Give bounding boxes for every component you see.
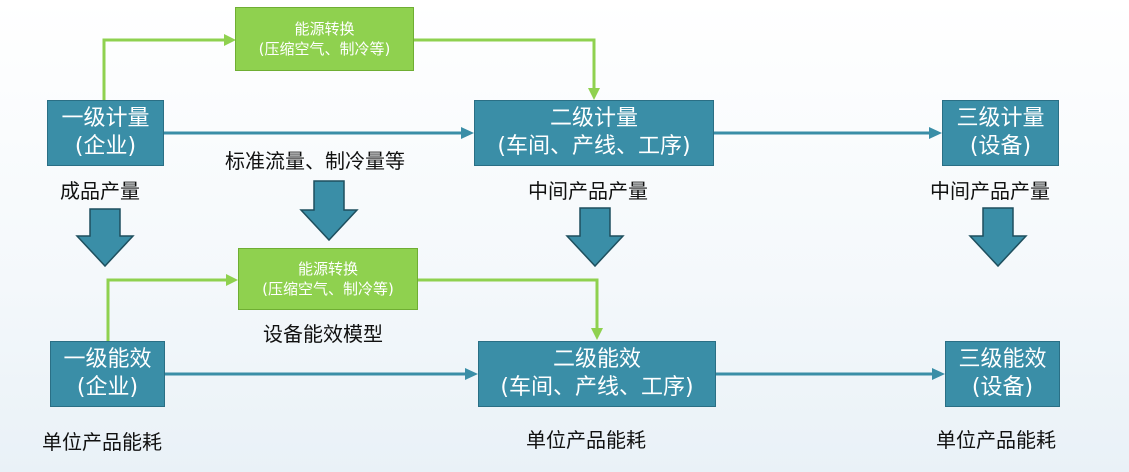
box-title: 三级计量	[956, 106, 1045, 131]
teal-arrowhead	[461, 127, 474, 139]
box-subtitle: (设备)	[969, 134, 1032, 159]
box-subtitle: (车间、产线、工序)	[497, 134, 691, 159]
green-arrowhead	[226, 274, 238, 286]
box-title: 能源转换	[294, 20, 355, 38]
efficiency-model-label: 设备能效模型	[263, 322, 383, 346]
meter-level2-box: 二级计量 (车间、产线、工序)	[474, 100, 714, 166]
efficiency-level1-box: 一级能效 (企业)	[50, 341, 165, 407]
box-subtitle: (企业)	[74, 134, 137, 159]
box-subtitle: (设备)	[971, 375, 1034, 400]
box-title: 二级能效	[552, 347, 641, 372]
efficiency-level2-box: 二级能效 (车间、产线、工序)	[478, 341, 716, 407]
green-arrowhead	[588, 88, 600, 100]
green-arrowhead	[591, 328, 603, 340]
meter3-caption: 中间产品产量	[930, 179, 1050, 203]
down-block-arrow	[565, 207, 625, 268]
meter2-caption: 中间产品产量	[528, 179, 648, 203]
box-title: 一级能效	[63, 347, 152, 372]
eff3-caption: 单位产品能耗	[936, 428, 1056, 452]
down-block-arrow	[299, 180, 359, 242]
teal-arrowhead	[465, 368, 478, 380]
meter-level3-box: 三级计量 (设备)	[942, 100, 1059, 166]
teal-arrowhead	[932, 368, 945, 380]
meter-level1-box: 一级计量 (企业)	[47, 100, 164, 166]
box-title: 二级计量	[549, 106, 638, 131]
eff2-caption: 单位产品能耗	[526, 428, 646, 452]
box-subtitle: (压缩空气、制冷等)	[258, 40, 391, 58]
box-title: 三级能效	[958, 347, 1047, 372]
box-title: 一级计量	[61, 106, 150, 131]
green-arrowhead	[224, 34, 236, 46]
box-subtitle: (企业)	[76, 375, 139, 400]
green-connector	[418, 278, 599, 330]
green-connector	[106, 278, 228, 341]
box-subtitle: (压缩空气、制冷等)	[262, 280, 394, 298]
energy-conversion-bottom-box: 能源转换 (压缩空气、制冷等)	[238, 248, 418, 310]
down-block-arrow	[75, 208, 135, 268]
efficiency-level3-box: 三级能效 (设备)	[945, 341, 1060, 407]
flow-label: 标准流量、制冷量等	[225, 149, 405, 173]
box-subtitle: (车间、产线、工序)	[500, 375, 694, 400]
meter1-caption: 成品产量	[60, 179, 140, 203]
eff1-caption: 单位产品能耗	[42, 430, 162, 454]
down-block-arrow	[968, 207, 1028, 268]
green-connector	[102, 38, 226, 100]
teal-arrowhead	[929, 127, 942, 139]
energy-conversion-top-box: 能源转换 (压缩空气、制冷等)	[235, 7, 414, 71]
box-title: 能源转换	[297, 260, 358, 278]
green-connector	[414, 38, 596, 90]
